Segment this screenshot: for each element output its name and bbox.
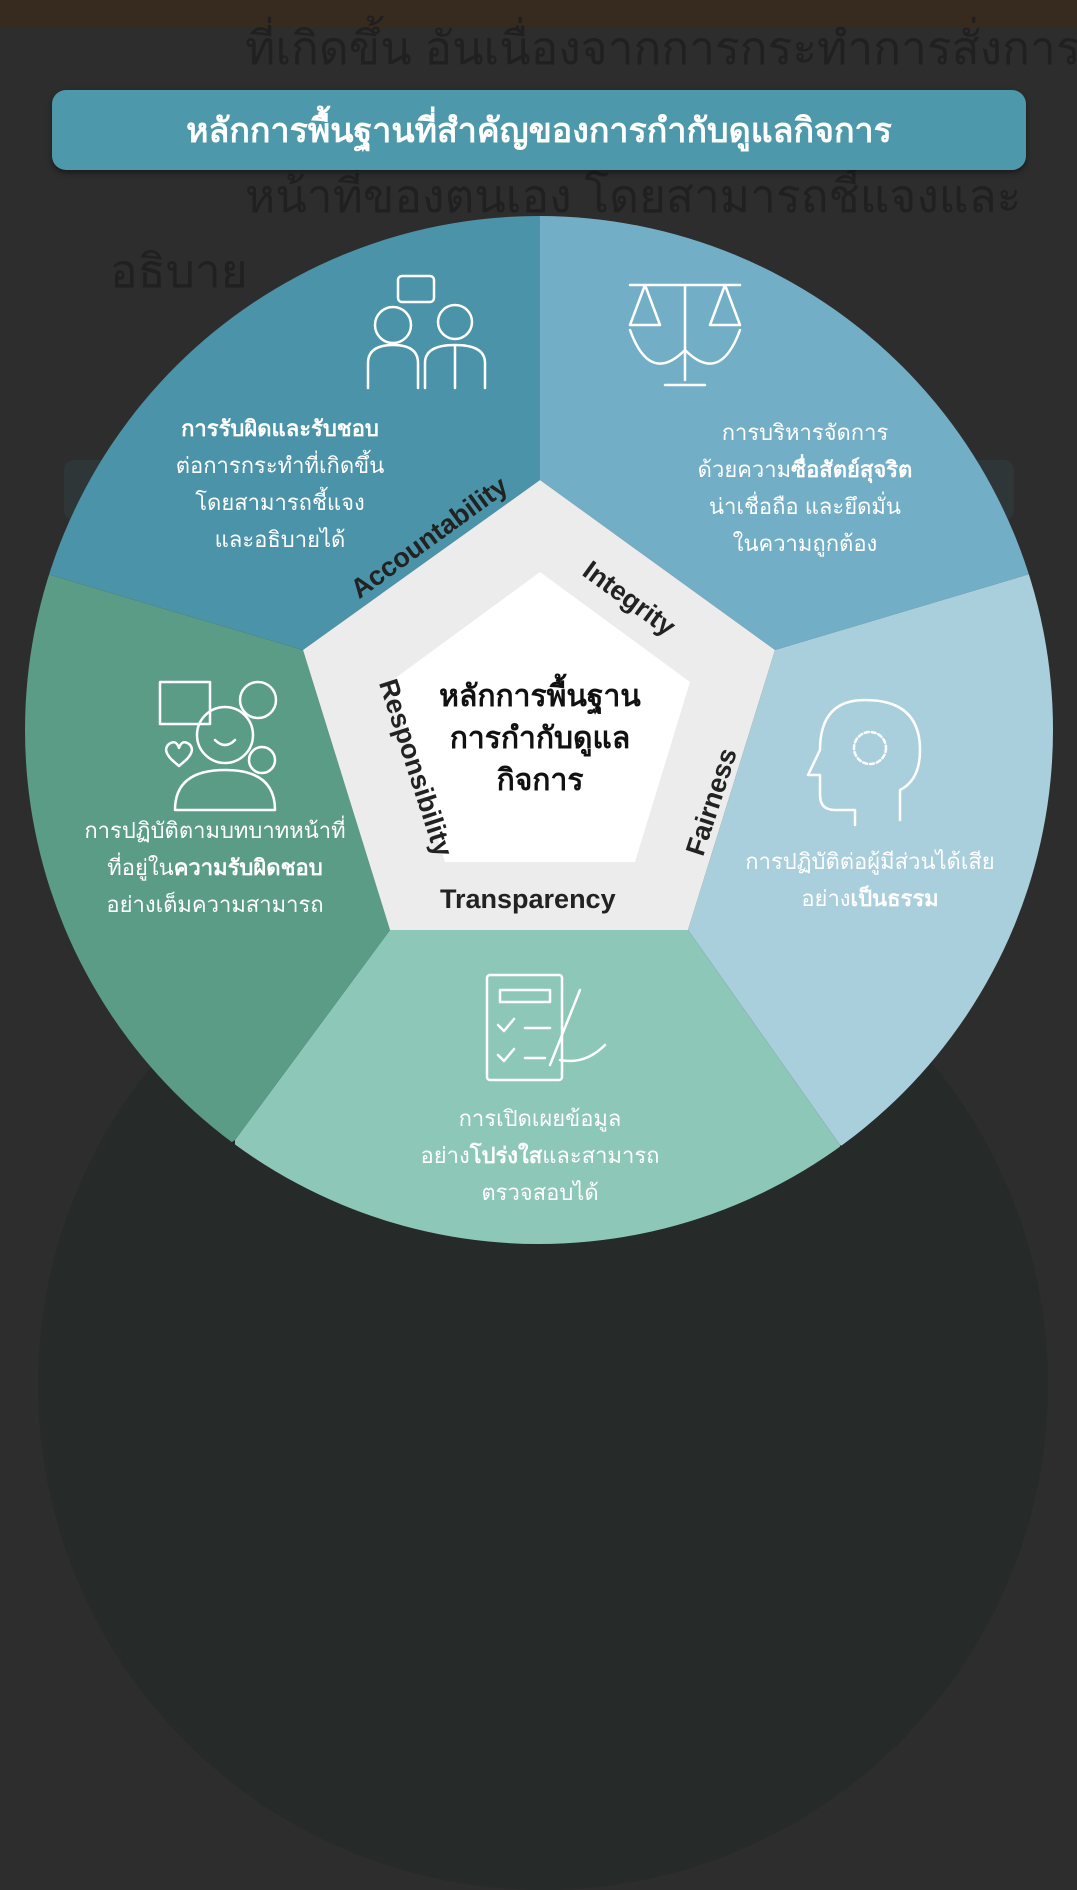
integrity-description: การบริหารจัดการ ด้วยความซื่อสัตย์สุจริต … (670, 414, 940, 562)
center-line: กิจการ (496, 764, 584, 797)
center-title: หลักการพื้นฐาน การกำกับดูแล กิจการ (410, 676, 670, 802)
desc-line: การปฏิบัติต่อผู้มีส่วนได้เสีย (745, 849, 995, 874)
desc-bold: โปร่งใส (469, 1143, 543, 1168)
label-transparency: Transparency (440, 884, 616, 914)
governance-wheel (25, 216, 1053, 1244)
background-text: ที่เกิดขึ้น อันเนื่องจากการกระทำการสั่งก… (245, 22, 1077, 74)
people-chat-icon (366, 274, 487, 390)
desc-line: อย่างเต็มความสามารถ (106, 892, 324, 917)
desc-line: การบริหารจัดการ (721, 420, 889, 445)
desc-line: ในความถูกต้อง (732, 531, 878, 556)
background-text: อธิบาย (110, 245, 248, 297)
desc-bold: ซื่อสัตย์สุจริต (791, 457, 913, 482)
businessman-icon (158, 680, 278, 812)
title-banner: หลักการพื้นฐานที่สำคัญของการกำกับดูแลกิจ… (52, 90, 1026, 170)
fairness-description: การปฏิบัติต่อผู้มีส่วนได้เสีย อย่างเป็นธ… (725, 843, 1015, 917)
desc-line: อย่าง (801, 886, 851, 911)
desc-line: และสามารถ (542, 1143, 660, 1168)
transparency-description: การเปิดเผยข้อมูล อย่างโปร่งใสและสามารถ ต… (400, 1100, 680, 1211)
desc-bold: เป็นธรรม (850, 886, 939, 911)
scales-handshake-icon (628, 283, 742, 387)
top-bar (0, 0, 1077, 28)
center-line: การกำกับดูแล (449, 722, 631, 755)
desc-line: น่าเชื่อถือ และยึดมั่น (709, 494, 901, 519)
desc-line: ที่อยู่ใน (107, 855, 174, 880)
sector-transparency (235, 930, 840, 1244)
desc-line: อย่าง (420, 1143, 470, 1168)
desc-line: การปฏิบัติตามบทบาทหน้าที่ (84, 818, 346, 843)
responsibility-description: การปฏิบัติตามบทบาทหน้าที่ ที่อยู่ในความร… (75, 812, 355, 923)
checklist-pen-icon (485, 973, 607, 1082)
desc-line: โดยสามารถชี้แจง (195, 490, 365, 515)
desc-line: และอธิบายได้ (214, 527, 346, 552)
head-gear-icon (806, 698, 922, 827)
inner-pentagon (390, 572, 690, 862)
desc-bold: ความรับผิดชอบ (173, 855, 323, 880)
accountability-description: การรับผิดและรับชอบ ต่อการกระทำที่เกิดขึ้… (150, 410, 410, 558)
center-line: หลักการพื้นฐาน (439, 680, 641, 713)
desc-line: ด้วยความ (697, 457, 792, 482)
desc-line: ตรวจสอบได้ (481, 1180, 599, 1205)
desc-line: การเปิดเผยข้อมูล (458, 1106, 622, 1131)
desc-line: ต่อการกระทำที่เกิดขึ้น (175, 453, 385, 478)
background-text: หน้าที่ของตนเอง โดยสามารถชี้แจงและ (245, 170, 1022, 222)
desc-bold: การรับผิดและรับชอบ (181, 416, 379, 441)
